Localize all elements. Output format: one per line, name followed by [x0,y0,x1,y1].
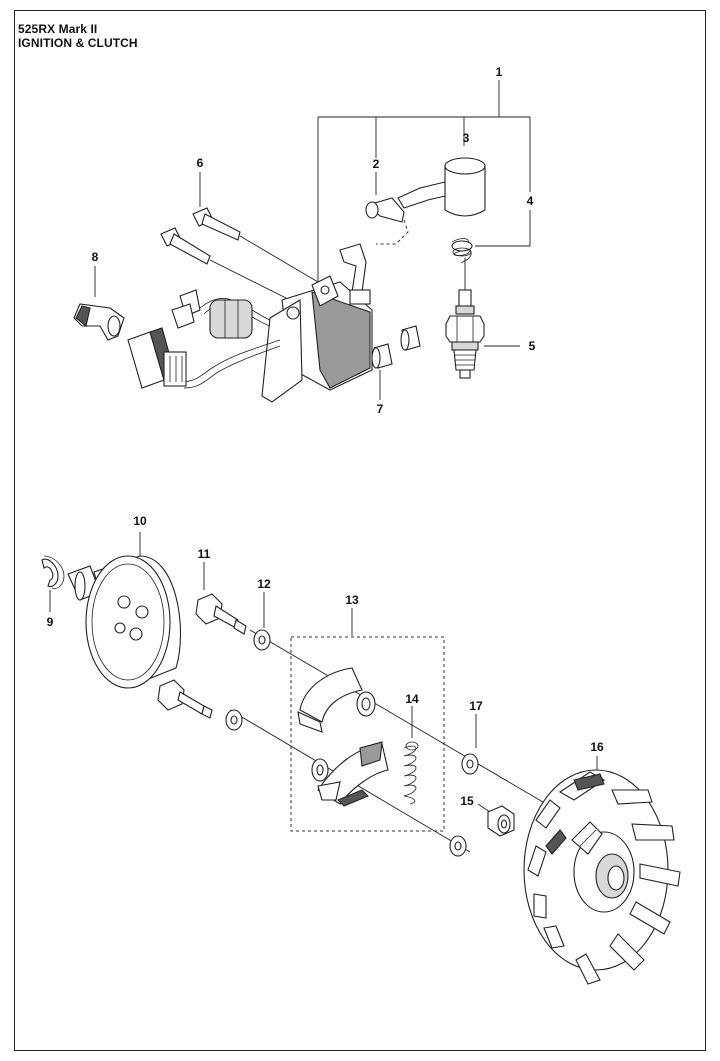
circlip-part-9 [41,555,65,612]
model-title: 525RX Mark II [18,22,98,36]
callout-17: 17 [469,699,483,713]
section-title: IGNITION & CLUTCH [18,36,138,50]
clutch-drum-part-10 [67,532,182,689]
callout-10: 10 [133,514,147,528]
callout-1: 1 [496,65,503,79]
clutch-shoe-assembly-part-13 [290,608,445,832]
callout-9: 9 [47,615,54,629]
spacers-part-7 [371,325,421,400]
nut-part-15 [477,803,515,837]
callout-1-bracket [317,80,531,282]
clutch-spring-part-14 [403,706,419,805]
washers-part-12 [225,592,271,731]
clutch-bolts-part-11 [157,562,247,719]
callout-4: 4 [527,194,534,208]
ht-lead-boot-part-2 [365,172,409,245]
callout-14: 14 [405,692,419,706]
connector-block [127,327,187,389]
callout-13: 13 [345,593,359,607]
callout-2: 2 [373,157,380,171]
callout-12: 12 [257,577,271,591]
spark-plug-part-5 [445,289,520,379]
callout-3: 3 [463,131,470,145]
flywheel-part-16 [523,756,681,985]
ignition-module [171,243,373,403]
spark-plug-cap-part-3 [397,157,486,217]
callout-6: 6 [197,156,204,170]
callout-7: 7 [377,402,384,416]
screws-part-6 [160,172,331,321]
washers-part-17 [449,714,479,857]
clip-part-8 [73,266,125,341]
callout-5: 5 [529,339,536,353]
callout-16: 16 [590,740,604,754]
spring-part-4 [451,238,473,290]
callout-11: 11 [198,547,211,561]
callout-15: 15 [460,794,474,808]
callout-8: 8 [92,250,99,264]
